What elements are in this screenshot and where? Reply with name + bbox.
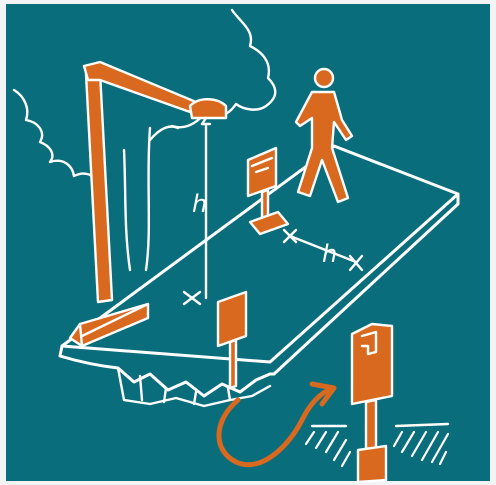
person-head bbox=[315, 69, 333, 87]
distance-label: h bbox=[322, 240, 337, 268]
lamp-head bbox=[190, 99, 226, 118]
detail-post-pole bbox=[366, 400, 376, 454]
detail-post-footing bbox=[358, 446, 386, 482]
foreground-post-head bbox=[218, 292, 246, 346]
detail-post-head bbox=[352, 324, 392, 404]
vertical-height-label: h bbox=[192, 190, 207, 218]
foreground-post-pole bbox=[230, 340, 236, 388]
